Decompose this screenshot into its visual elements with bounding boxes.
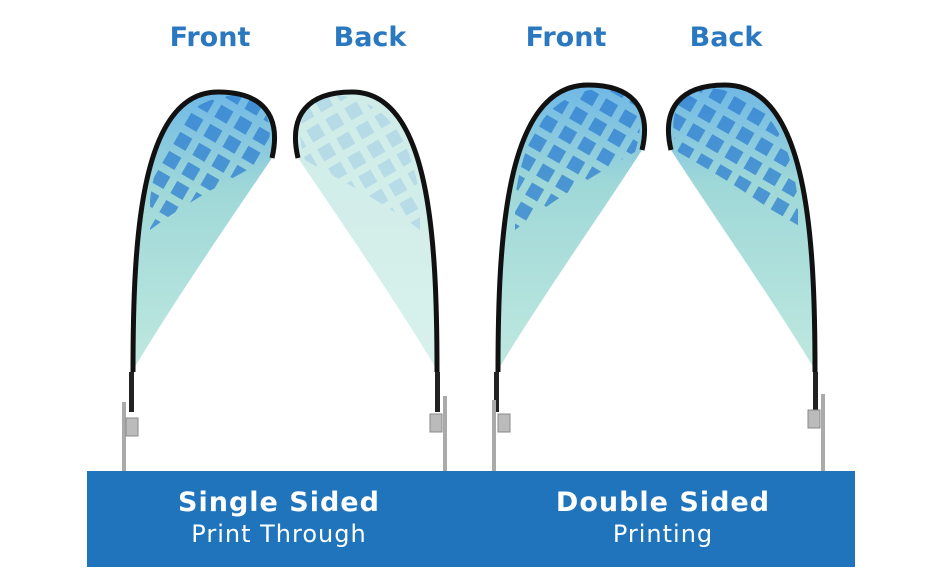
- caption-single-subtitle: Print Through: [191, 520, 367, 548]
- caption-double-subtitle: Printing: [612, 520, 714, 548]
- flag-single-front: [122, 89, 278, 484]
- label-double-front: Front: [525, 22, 607, 53]
- caption-banner: Single Sided Print Through Double Sided …: [87, 471, 855, 567]
- caption-single: Single Sided Print Through: [87, 487, 471, 549]
- caption-double-title: Double Sided: [555, 487, 771, 518]
- flag-single-back: [292, 89, 447, 478]
- label-single-back: Back: [333, 22, 407, 53]
- flag-double-back: [665, 82, 825, 478]
- caption-single-title: Single Sided: [178, 487, 380, 518]
- flag-double-front: [492, 82, 648, 480]
- label-double-back: Back: [689, 22, 763, 53]
- label-single-front: Front: [169, 22, 251, 53]
- caption-double: Double Sided Printing: [471, 487, 855, 549]
